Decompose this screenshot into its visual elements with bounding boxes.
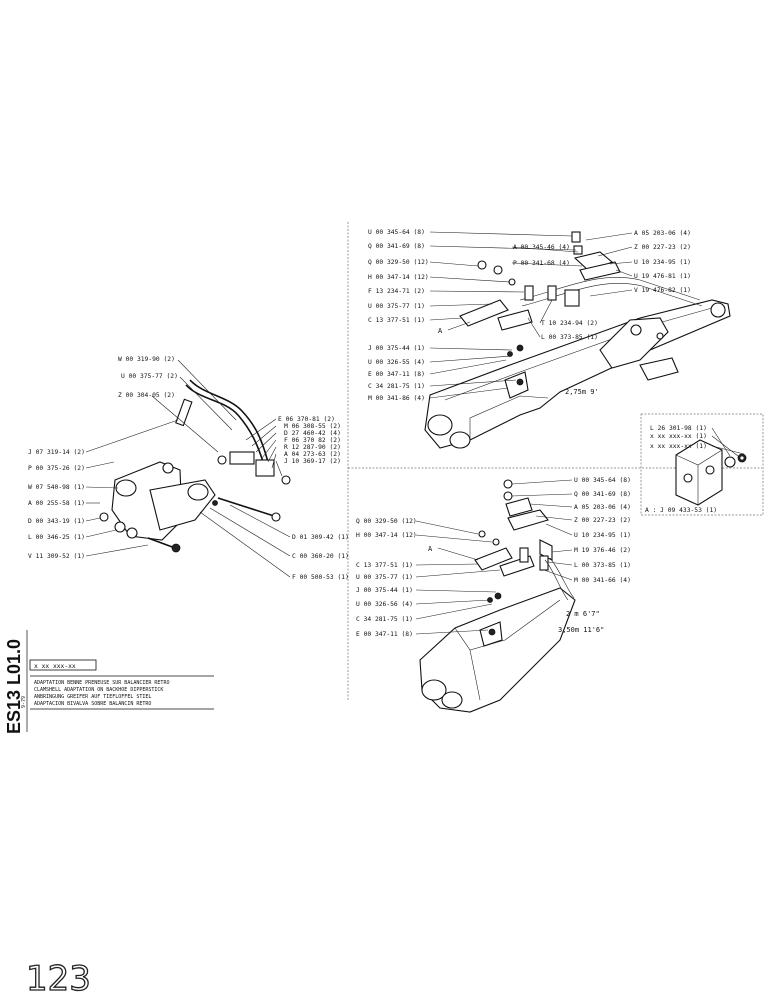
part-label: U 00 375-77 (1) — [368, 303, 425, 310]
part-label: U 00 375-77 (2) — [121, 373, 178, 380]
part-label: U 00 375-77 (1) — [356, 574, 413, 581]
part-label: Z 00 304-05 (2) — [118, 392, 175, 399]
part-label: x xx xxx-xx (1) — [650, 433, 707, 440]
part-label: P 00 341-68 (4) — [513, 260, 570, 267]
sheet-date: 9-79 — [21, 696, 27, 708]
part-label: Q 00 329-50 (12) — [356, 518, 417, 525]
sheet-code: ES13 L01.0 — [4, 639, 24, 734]
page-number: 123 — [26, 959, 91, 999]
part-label: C 00 360-20 (1) — [292, 553, 349, 560]
part-label: H 00 347-14 (12) — [368, 274, 429, 281]
part-label: Q 00 341-69 (8) — [574, 491, 631, 498]
part-label: Z 00 227-23 (2) — [574, 517, 631, 524]
upper-boom-labels: U 00 345-64 (8) Q 00 341-69 (8) Q 00 329… — [368, 229, 691, 402]
part-label: U 00 345-64 (8) — [368, 229, 425, 236]
part-label: F 00 500-53 (1) — [292, 574, 349, 581]
upper-boom-drawing — [424, 231, 731, 449]
part-label: L 26 301-98 (1) — [650, 425, 707, 432]
part-label: U 19 476-81 (1) — [634, 273, 691, 280]
detail-a-frame — [640, 413, 764, 516]
part-label: C 34 281-75 (1) — [368, 383, 425, 390]
part-label: D 00 343-19 (1) — [28, 518, 85, 525]
part-label: C 13 377-51 (1) — [368, 317, 425, 324]
part-label: D 01 309-42 (1) — [292, 534, 349, 541]
part-label: L 00 373-85 (1) — [541, 334, 598, 341]
part-label: A 00 345-46 (4) — [513, 244, 570, 251]
part-label: A 00 255-58 (1) — [28, 500, 85, 507]
part-label: U 10 234-95 (1) — [574, 532, 631, 539]
part-label: V 19 476-82 (1) — [634, 287, 691, 294]
part-label: M 00 341-86 (4) — [368, 395, 425, 402]
part-label: A 05 203-06 (4) — [574, 504, 631, 511]
lower-boom-drawing — [415, 479, 576, 713]
part-label: J 00 375-44 (1) — [356, 587, 413, 594]
ref-code: x xx xxx-xx — [34, 663, 76, 670]
part-label: W 07 540-98 (1) — [28, 484, 85, 491]
part-label: E 06 370-81 (2) — [278, 416, 335, 423]
title-line: ADAPTACION BIVALVA SOBRE BALANCIN RETRO — [34, 701, 151, 707]
part-label: C 13 377-51 (1) — [356, 562, 413, 569]
part-label: Q 00 341-69 (8) — [368, 243, 425, 250]
callout-letter: A — [428, 545, 433, 553]
title-line: ADAPTATION BENNE PRENEUSE SUR BALANCIER … — [34, 680, 169, 686]
left-assembly-drawing — [85, 359, 291, 578]
part-label: Z 00 227-23 (2) — [634, 244, 691, 251]
part-label: U 00 326-55 (4) — [368, 359, 425, 366]
part-label: M 19 376-46 (2) — [574, 547, 631, 554]
part-label: T 10 234-94 (2) — [541, 320, 598, 327]
ref-code-box — [29, 659, 97, 671]
part-label: L 00 346-25 (1) — [28, 534, 85, 541]
callout-letter: A — [438, 327, 443, 335]
part-label: R 12 287-90 (2) — [284, 444, 341, 451]
part-label: x xx xxx-xx (1) — [650, 443, 707, 450]
part-label: W 00 319-90 (2) — [118, 356, 175, 363]
left-assembly-labels: W 00 319-90 (2) U 00 375-77 (2) Z 00 304… — [28, 356, 349, 581]
part-label: P 00 375-26 (2) — [28, 465, 85, 472]
part-label: A 05 203-06 (4) — [634, 230, 691, 237]
detail-a-footer: A : J 09 433-53 (1) — [645, 507, 717, 514]
boom-length: 2 m 6'7" — [566, 610, 600, 618]
part-label: F 06 370 82 (2) — [284, 437, 341, 444]
part-label: F 13 234-71 (2) — [368, 288, 425, 295]
part-label: U 00 326-56 (4) — [356, 601, 413, 608]
part-label: E 00 347-11 (8) — [368, 371, 425, 378]
lower-boom-labels: U 00 345-64 (8) Q 00 341-69 (8) A 05 203… — [356, 477, 631, 638]
title-line: CLAMSHELL ADAPTATION ON BACKHOE DIPPERST… — [34, 687, 163, 693]
boom-length: 2,75m 9' — [565, 388, 599, 396]
detail-a-labels: L 26 301-98 (1) x xx xxx-xx (1) x xx xxx… — [645, 425, 717, 514]
part-label: C 34 281-75 (1) — [356, 616, 413, 623]
part-label: D 27 460-42 (4) — [284, 430, 341, 437]
part-label: M 06 308-55 (2) — [284, 423, 341, 430]
part-label: J 00 375-44 (1) — [368, 345, 425, 352]
part-label: H 00 347-14 (12) — [356, 532, 417, 539]
title-block: x xx xxx-xx ADAPTATION BENNE PRENEUSE SU… — [4, 630, 214, 734]
part-label: E 00 347-11 (8) — [356, 631, 413, 638]
part-label: V 11 309-52 (1) — [28, 553, 85, 560]
part-label: J 10 369-17 (2) — [284, 458, 341, 465]
part-label: Q 00 329-50 (12) — [368, 259, 429, 266]
boom-length: 3,50m 11'6" — [558, 626, 604, 634]
part-label: A 04 273-63 (2) — [284, 451, 341, 458]
part-label: J 07 319-14 (2) — [28, 449, 85, 456]
title-line: ANBRINGUNG GREIFER AUF TIEFLOFFEL STIEL — [34, 694, 151, 700]
part-label: U 00 345-64 (8) — [574, 477, 631, 484]
part-label: M 00 341-66 (4) — [574, 577, 631, 584]
part-label: L 00 373-85 (1) — [574, 562, 631, 569]
detail-a-drawing — [675, 427, 747, 506]
part-label: U 10 234-95 (1) — [634, 259, 691, 266]
